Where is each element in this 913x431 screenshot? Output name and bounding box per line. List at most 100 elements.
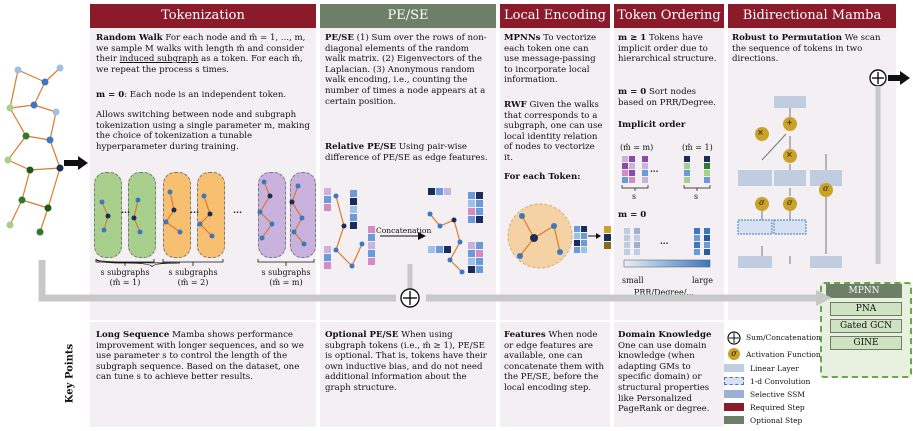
kp-panel-optional — [320, 322, 496, 427]
ssm-swatch — [724, 390, 744, 398]
input-arrow-icon — [64, 156, 88, 170]
key-points-label: Key Points — [64, 343, 76, 404]
long-sequence-paragraph: Long Sequence Mamba shows performance im… — [96, 330, 312, 383]
order-dots-2: ... — [660, 236, 669, 246]
header-tokenization: Tokenization — [90, 4, 316, 28]
legend-ssm: Selective SSM — [750, 390, 805, 399]
mhat-m-label: (m̂ = m) — [620, 143, 654, 152]
kp-panel-long-sequence — [90, 322, 316, 427]
legend-sum-concat: Sum/Concatenation — [746, 333, 821, 342]
domain-paragraph: Domain Knowledge One can use domain know… — [618, 330, 720, 415]
optional-pe-text: When using subgraph tokens (i.e., m̂ ≥ 1… — [325, 330, 487, 393]
induced-subgraph-text: induced subgraph — [119, 54, 199, 65]
small-label: small — [622, 276, 644, 285]
long-sequence-title: Long Sequence — [96, 330, 170, 340]
pe-se-title: PE/SE — [325, 33, 354, 43]
random-walk-text: For each node and m̂ = 1, ..., m, we sam… — [96, 33, 306, 65]
optional-pe-title: Optional PE/SE — [325, 330, 399, 340]
header-token-ordering: Token Ordering — [614, 4, 724, 28]
m0-order-illustration — [623, 228, 711, 268]
subgraph-walks — [99, 179, 307, 247]
header-local-encoding: Local Encoding — [500, 4, 610, 28]
m0-title: m = 0 — [96, 90, 125, 100]
m0-sort-title: m = 0 — [618, 87, 647, 97]
key-points-label-wrap: Key Points — [60, 338, 80, 418]
mpnn-item-pna: PNA — [830, 302, 902, 316]
m0-order-label: m = 0 — [618, 210, 647, 220]
rwf-text: Given the walks that corresponds to a su… — [504, 100, 603, 163]
s-label-1: s — [632, 192, 637, 201]
robust-title: Robust to Permutation — [732, 33, 842, 43]
rwf-title: RWF — [504, 100, 527, 110]
mpnn-item-gated-gcn: Gated GCN — [830, 319, 902, 333]
mpnns-text: To vectorize each token one can use mess… — [504, 33, 597, 86]
sigma-icon: σ — [787, 198, 793, 207]
order-dots-1: ... — [650, 164, 659, 174]
input-graph — [4, 64, 64, 236]
s-label-2: s — [694, 192, 699, 201]
conv-swatch — [724, 377, 744, 385]
prr-degree-axis-label: PRR/Degree/... — [634, 288, 695, 297]
pe-se-items: (1) Sum over the rows of non-diagonal el… — [325, 33, 487, 107]
kp-panel-features — [500, 322, 610, 427]
plus-small-icon: + — [786, 118, 793, 127]
pe-se-concat-illustration — [324, 188, 483, 275]
linear-swatch — [724, 364, 744, 372]
multiply-icon: × — [786, 150, 793, 159]
for-each-token-label: For each Token: — [504, 172, 581, 182]
flow-arrows — [38, 260, 832, 308]
optional-swatch — [724, 416, 744, 424]
mpnn-header: MPNN — [826, 284, 902, 298]
group2-m-text: (m̂ = 2) — [177, 278, 209, 287]
implicit-order-illustration — [621, 156, 711, 191]
m1-paragraph: m ≥ 1 Tokens have implicit order due to … — [618, 33, 720, 65]
features-title: Features — [504, 330, 546, 340]
features-paragraph: Features When node or edge features are … — [504, 330, 606, 394]
legend-conv: 1-d Convolution — [750, 377, 811, 386]
pe-se-paragraph: PE/SE (1) Sum over the rows of non-diago… — [325, 33, 491, 107]
mamba-block-diagram — [737, 69, 910, 268]
sigma-icon: σ — [759, 198, 765, 207]
header-pe-se: PE/SE — [320, 4, 496, 28]
subgraph-pill — [128, 172, 156, 258]
m0-text: : Each node is an independent token. — [124, 90, 287, 100]
mpnns-title: MPNNs — [504, 33, 541, 43]
group-braces — [95, 258, 315, 268]
m1-text: Tokens have implicit order due to hierar… — [618, 33, 717, 65]
large-label: large — [692, 276, 714, 285]
sum-concat-icon — [727, 331, 741, 345]
optional-pe-paragraph: Optional PE/SE When using subgraph token… — [325, 330, 491, 394]
group1-label: s subgraphs(m̂ = 1) — [96, 268, 154, 288]
m1-title: m ≥ 1 — [618, 33, 647, 43]
group3-m-text: (m̂ = m) — [269, 278, 303, 287]
m0-sort-paragraph: m = 0 Sort nodes based on PRR/Degree. — [618, 87, 720, 108]
relative-pe-title: Relative PE/SE — [325, 142, 397, 152]
group1-label-text: s subgraphs — [100, 268, 150, 277]
multiply-icon: × — [757, 128, 764, 137]
relative-pe-text: Using pair-wise difference of PE/SE as e… — [325, 142, 488, 163]
long-sequence-text: Mamba shows performance improvement with… — [96, 330, 304, 383]
group3-label: s subgraphs(m̂ = m) — [256, 268, 316, 288]
dots-1: ... — [121, 206, 130, 216]
features-text: When node or edge features are available… — [504, 330, 604, 393]
legend-optional: Optional Step — [750, 416, 803, 425]
mpnns-paragraph: MPNNs To vectorize each token one can us… — [504, 33, 606, 86]
dots-3: ... — [233, 206, 242, 216]
rwf-paragraph: RWF Given the walks that corresponds to … — [504, 100, 606, 164]
sigma-icon: σ — [823, 184, 829, 193]
mhat-1-label: (m̂ = 1) — [682, 143, 713, 152]
implicit-order-label: Implicit order — [618, 120, 686, 130]
header-bidirectional-mamba: Bidirectional Mamba — [728, 4, 896, 28]
mpnn-item-gine: GINE — [830, 336, 902, 350]
domain-title: Domain Knowledge — [618, 330, 712, 340]
legend-activation: Activation Function — [746, 350, 821, 359]
domain-text: One can use domain knowledge (when adapt… — [618, 340, 710, 415]
group3-label-text: s subgraphs — [261, 268, 311, 277]
robust-text: We scan the sequence of tokens in two di… — [732, 33, 881, 65]
relative-pe-paragraph: Relative PE/SE Using pair-wise differenc… — [325, 142, 491, 163]
kp-panel-domain — [614, 322, 724, 427]
group1-m-text: (m̂ = 1) — [109, 278, 141, 287]
group2-label: s subgraphs(m̂ = 2) — [163, 268, 223, 288]
required-swatch — [724, 403, 744, 411]
m0-sort-text: Sort nodes based on PRR/Degree. — [618, 87, 716, 108]
